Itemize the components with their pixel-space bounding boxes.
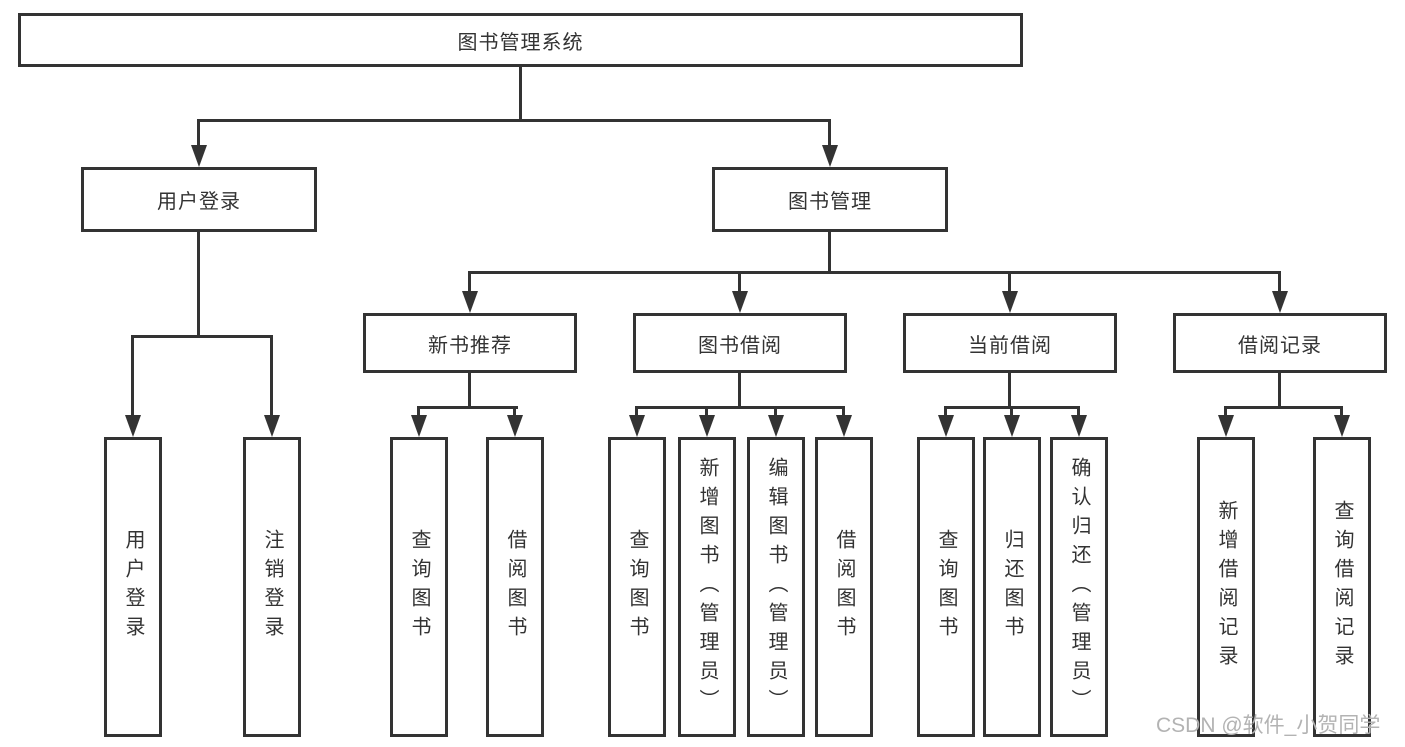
- connector-stem-query-books-borrowing: [635, 406, 638, 417]
- connector-level3-horizontal: [468, 271, 1281, 274]
- node-current-borrowing-label: 当前借阅: [968, 334, 1052, 357]
- node-book-management: 图书管理: [712, 167, 948, 232]
- arrowhead-borrowing-records: [1272, 291, 1288, 313]
- arrowhead-edit-books-admin: [768, 415, 784, 437]
- arrowhead-query-books-borrowing: [629, 415, 645, 437]
- leaf-return-books-label: 归还图书: [1001, 529, 1023, 645]
- connector-user-login-drop: [197, 232, 200, 335]
- arrowhead-add-borrow-record: [1218, 415, 1234, 437]
- leaf-return-books: 归还图书: [983, 437, 1041, 737]
- leaf-logout: 注销登录: [243, 437, 301, 737]
- connector-current-borrowing-drop: [1008, 373, 1011, 406]
- leaf-query-books-current: 查询图书: [917, 437, 975, 737]
- connector-book-borrowing-drop: [738, 373, 741, 406]
- leaf-borrow-books-label: 借阅图书: [833, 529, 855, 645]
- leaf-borrow-books-recommend-label: 借阅图书: [504, 529, 526, 645]
- node-book-management-label: 图书管理: [788, 191, 872, 213]
- connector-recommend-leaves-horizontal: [417, 406, 518, 409]
- leaf-user-login: 用户登录: [104, 437, 162, 737]
- connector-stem-query-books-current: [944, 406, 947, 417]
- connector-stem-book-borrowing: [738, 271, 741, 293]
- node-user-login: 用户登录: [81, 167, 317, 232]
- connector-root-horizontal: [197, 119, 831, 122]
- connector-borrowing-records-drop: [1278, 373, 1281, 406]
- connector-stem-return-books: [1010, 406, 1013, 417]
- node-current-borrowing: 当前借阅: [903, 313, 1117, 373]
- connector-stem-add-borrow-record: [1224, 406, 1227, 417]
- connector-stem-new-book-recommend: [468, 271, 471, 293]
- leaf-add-borrow-record: 新增借阅记录: [1197, 437, 1255, 737]
- connector-stem-leaf-user-login: [131, 335, 134, 417]
- arrowhead-borrow-books-recommend: [507, 415, 523, 437]
- leaf-query-books-borrowing-label: 查询图书: [626, 529, 648, 645]
- leaf-confirm-return-admin: 确认归还（管理员）: [1050, 437, 1108, 737]
- leaf-query-books-recommend-label: 查询图书: [408, 529, 430, 645]
- connector-stem-query-books-recommend: [417, 406, 420, 417]
- arrowhead-return-books: [1004, 415, 1020, 437]
- arrowhead-book-borrowing: [732, 291, 748, 313]
- arrowhead-leaf-user-login: [125, 415, 141, 437]
- leaf-edit-books-admin: 编辑图书（管理员）: [747, 437, 805, 737]
- arrowhead-confirm-return-admin: [1071, 415, 1087, 437]
- leaf-query-borrow-record: 查询借阅记录: [1313, 437, 1371, 737]
- node-borrowing-records: 借阅记录: [1173, 313, 1387, 373]
- arrowhead-leaf-logout: [264, 415, 280, 437]
- arrowhead-query-books-current: [938, 415, 954, 437]
- leaf-query-books-current-label: 查询图书: [935, 529, 957, 645]
- connector-stem-edit-books-admin: [774, 406, 777, 417]
- node-root: 图书管理系统: [18, 13, 1023, 67]
- connector-root-drop: [519, 67, 522, 119]
- arrowhead-query-borrow-record: [1334, 415, 1350, 437]
- node-borrowing-records-label: 借阅记录: [1238, 334, 1322, 357]
- leaf-add-books-admin: 新增图书（管理员）: [678, 437, 736, 737]
- connector-records-leaves-horizontal: [1224, 406, 1343, 409]
- arrowhead-query-books-recommend: [411, 415, 427, 437]
- leaf-confirm-return-admin-label: 确认归还（管理员）: [1068, 456, 1090, 718]
- node-new-book-recommend: 新书推荐: [363, 313, 577, 373]
- node-book-borrowing: 图书借阅: [633, 313, 847, 373]
- leaf-query-books-borrowing: 查询图书: [608, 437, 666, 737]
- arrowhead-add-books-admin: [699, 415, 715, 437]
- csdn-watermark: CSDN @软件_小贺同学: [1156, 714, 1381, 737]
- leaf-borrow-books-recommend: 借阅图书: [486, 437, 544, 737]
- arrowhead-borrow-books: [836, 415, 852, 437]
- connector-stem-current-borrowing: [1008, 271, 1011, 293]
- arrowhead-book-management: [822, 145, 838, 167]
- node-root-label: 图书管理系统: [457, 31, 584, 54]
- connector-stem-add-books-admin: [705, 406, 708, 417]
- arrowhead-new-book-recommend: [462, 291, 478, 313]
- connector-stem-query-borrow-record: [1340, 406, 1343, 417]
- node-new-book-recommend-label: 新书推荐: [428, 334, 512, 357]
- connector-stem-leaf-logout: [270, 335, 273, 417]
- leaf-add-books-admin-label: 新增图书（管理员）: [696, 456, 718, 718]
- connector-borrowing-leaves-horizontal: [635, 406, 845, 409]
- connector-user-login-horizontal: [131, 335, 273, 338]
- arrowhead-user-login: [191, 145, 207, 167]
- leaf-query-books-recommend: 查询图书: [390, 437, 448, 737]
- leaf-logout-label: 注销登录: [261, 529, 283, 645]
- leaf-user-login-label: 用户登录: [122, 529, 144, 645]
- connector-stem-user-login: [197, 119, 200, 147]
- connector-stem-borrowing-records: [1278, 271, 1281, 293]
- leaf-borrow-books: 借阅图书: [815, 437, 873, 737]
- leaf-edit-books-admin-label: 编辑图书（管理员）: [765, 456, 787, 718]
- leaf-add-borrow-record-label: 新增借阅记录: [1215, 500, 1237, 674]
- arrowhead-current-borrowing: [1002, 291, 1018, 313]
- connector-stem-book-management: [828, 119, 831, 147]
- connector-book-management-drop: [828, 232, 831, 271]
- node-book-borrowing-label: 图书借阅: [698, 334, 782, 357]
- connector-new-book-recommend-drop: [468, 373, 471, 406]
- leaf-query-borrow-record-label: 查询借阅记录: [1331, 500, 1353, 674]
- connector-stem-confirm-return-admin: [1077, 406, 1080, 417]
- connector-stem-borrow-books-recommend: [513, 406, 516, 417]
- connector-stem-borrow-books: [842, 406, 845, 417]
- node-user-login-label: 用户登录: [157, 191, 241, 213]
